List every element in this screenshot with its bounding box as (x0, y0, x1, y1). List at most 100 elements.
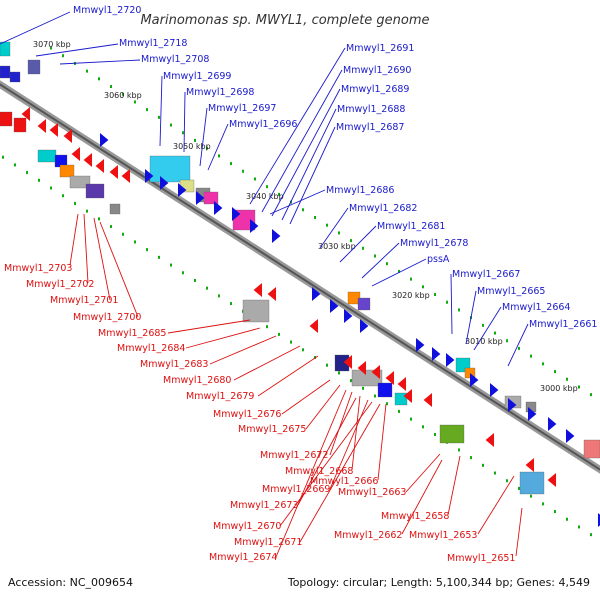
gene-label: Mmwyl1_2718 (119, 38, 187, 49)
gene-box (242, 299, 270, 323)
gc-dot (50, 186, 52, 190)
label-leader-line (281, 108, 337, 221)
gc-dot (422, 285, 424, 289)
gene-box (583, 439, 600, 459)
gene-label: pssA (427, 254, 450, 265)
gc-dot (410, 417, 412, 421)
gc-dot (554, 370, 556, 374)
gc-dot (146, 248, 148, 252)
forward-gene-arrow (566, 429, 575, 443)
gc-dot (494, 471, 496, 475)
gc-dot (530, 354, 532, 358)
backbone-core (0, 83, 600, 471)
label-leader-lines (0, 11, 529, 558)
gc-dot (122, 232, 124, 236)
forward-gene-arrow (330, 299, 339, 313)
gc-dot (74, 201, 76, 205)
gc-dot (434, 433, 436, 437)
gene-label: Mmwyl1_2661 (529, 319, 597, 330)
label-leader-line (329, 399, 369, 490)
gc-dot (26, 171, 28, 175)
reverse-gene-arrow (385, 371, 394, 385)
gene-label: Mmwyl1_2697 (208, 103, 276, 114)
gc-dot (374, 254, 376, 258)
gc-dot (590, 393, 592, 397)
label-leader-line (209, 335, 277, 365)
label-leader-line (0, 11, 71, 45)
reverse-gene-arrow (423, 393, 432, 407)
gene-label: Mmwyl1_2653 (409, 530, 477, 541)
gene-box (203, 191, 219, 205)
gene-box (0, 41, 11, 57)
gc-dot (170, 123, 172, 127)
gc-dot (98, 77, 100, 81)
gene-box (59, 164, 75, 178)
gene-label: Mmwyl1_2689 (341, 84, 409, 95)
reverse-gene-arrow (309, 319, 318, 333)
reverse-gene-arrow (83, 153, 92, 167)
label-leader-line (477, 475, 515, 535)
label-leader-line (297, 397, 357, 506)
gc-dot (542, 362, 544, 366)
gc-dot (278, 332, 280, 336)
forward-gene-arrow (528, 407, 537, 421)
label-leader-line (329, 391, 353, 456)
kbp-tick-label: 3030 kbp (318, 242, 356, 251)
gene-label: Mmwyl1_2700 (73, 312, 141, 323)
forward-gene-labels: Mmwyl1_2720 Mmwyl1_2718 Mmwyl1_2708 Mmwy… (73, 5, 597, 330)
gc-dot (566, 377, 568, 381)
gc-dot (254, 177, 256, 181)
gc-dot (434, 293, 436, 297)
gc-dot (350, 239, 352, 243)
forward-gene-arrow (470, 373, 479, 387)
gene-box (357, 297, 371, 311)
gc-dot (422, 425, 424, 429)
gene-label: Mmwyl1_2669 (262, 484, 330, 495)
gc-dot (446, 300, 448, 304)
kbp-tick-label: 3010 kbp (465, 337, 503, 346)
label-leader-line (269, 189, 326, 215)
gene-box (85, 183, 105, 199)
forward-gene-arrow (145, 169, 154, 183)
gene-label: Mmwyl1_2675 (238, 424, 306, 435)
map-title: Marinomonas sp. MWYL1, complete genome (140, 13, 429, 28)
label-leader-line (183, 91, 186, 153)
gene-label: Mmwyl1_2684 (117, 343, 185, 354)
label-leader-line (83, 213, 89, 284)
gc-dot (590, 533, 592, 537)
gc-dot (170, 263, 172, 267)
kbp-tick-label: 3040 kbp (246, 192, 284, 201)
gene-label: Mmwyl1_2687 (336, 122, 404, 133)
gene-label: Mmwyl1_2701 (50, 295, 118, 306)
forward-gene-arrow (196, 191, 205, 205)
forward-gene-arrow (100, 133, 109, 147)
gc-dot (350, 379, 352, 383)
gc-dot (362, 246, 364, 250)
gene-label: Mmwyl1_2668 (285, 466, 353, 477)
label-leader-line (207, 123, 229, 171)
gc-dot (146, 108, 148, 112)
gene-label: Mmwyl1_2690 (343, 65, 411, 76)
gene-label: Mmwyl1_2674 (209, 552, 277, 563)
gc-dot (50, 46, 52, 50)
gc-dot (578, 385, 580, 389)
gene-label: Mmwyl1_2698 (186, 87, 254, 98)
gc-dot (206, 146, 208, 150)
gene-label: Mmwyl1_2664 (502, 302, 570, 313)
topology-text: Topology: circular; Length: 5,100,344 bp… (287, 576, 590, 589)
forward-gene-arrow (432, 347, 441, 361)
reverse-gene-arrow (109, 165, 118, 179)
gc-dot (506, 339, 508, 343)
reverse-gene-arrow (357, 361, 366, 375)
gc-dot (14, 163, 16, 167)
label-leader-line (377, 403, 387, 481)
gc-dot (386, 262, 388, 266)
gene-label: Mmwyl1_2699 (163, 71, 231, 82)
gene-label: Mmwyl1_2666 (310, 476, 378, 487)
forward-gene-arrow (250, 219, 259, 233)
gc-dot (122, 92, 124, 96)
reverse-gene-arrow (63, 129, 72, 143)
label-leader-line (371, 258, 427, 287)
reverse-gene-arrow (397, 377, 406, 391)
gc-dot (578, 525, 580, 529)
